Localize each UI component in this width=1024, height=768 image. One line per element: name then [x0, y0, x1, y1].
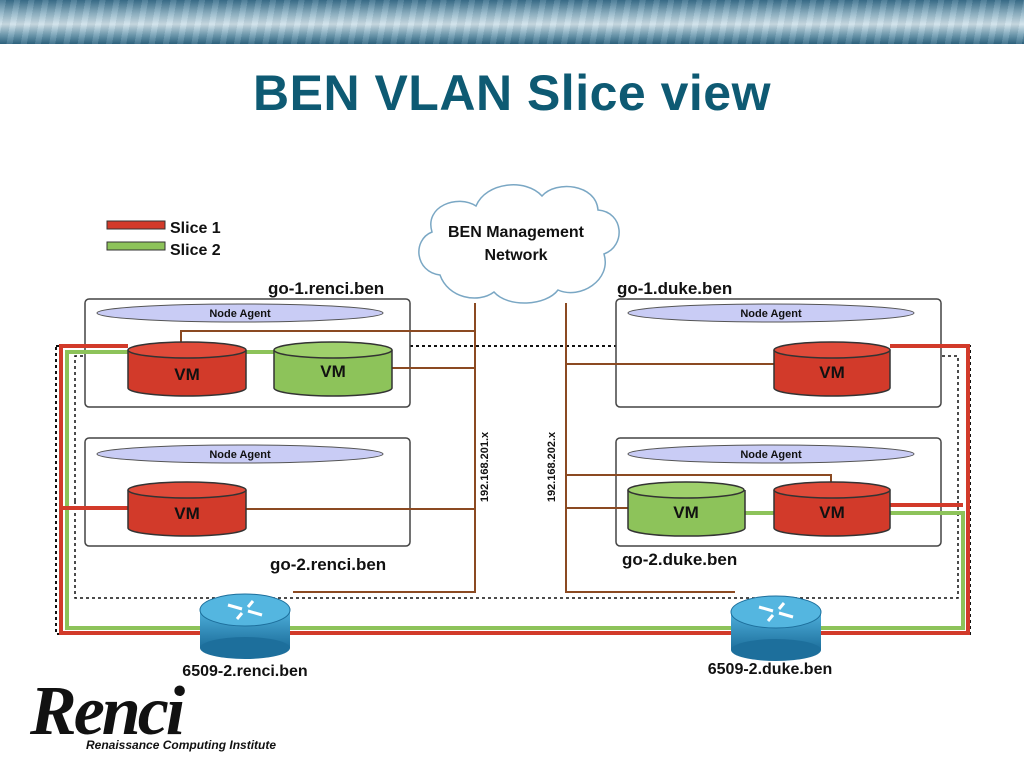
vm-go1-renci-green: VM: [273, 341, 393, 397]
node-agent-label: Node Agent: [740, 308, 802, 320]
vm-label: VM: [673, 503, 699, 522]
vlan-label-renci: 192.168.201.x: [479, 431, 491, 502]
legend-slice2-label: Slice 2: [170, 242, 221, 259]
host-label-go1-duke: go-1.duke.ben: [617, 279, 732, 298]
vm-label: VM: [174, 365, 200, 384]
renci-logo: Renci Renaissance Computing Institute: [18, 673, 276, 758]
mgmt-go1-renci-vm1: [180, 330, 475, 342]
host-label-go1-renci: go-1.renci.ben: [268, 279, 384, 298]
mgmt-vertical-duke: [565, 303, 735, 593]
vm-go1-renci-red: VM: [127, 341, 247, 397]
legend-slice2-swatch: [106, 241, 166, 251]
vm-go2-renci-red: VM: [127, 481, 247, 537]
slide-title: BEN VLAN Slice view: [253, 65, 771, 121]
vm-label: VM: [320, 362, 346, 381]
legend-slice1-label: Slice 1: [170, 220, 221, 237]
node-agent-label: Node Agent: [209, 308, 271, 320]
backbone-inner-dotted-left: [74, 355, 85, 501]
vm-label: VM: [819, 503, 845, 522]
node-agent-label: Node Agent: [209, 449, 271, 461]
node-agent-label: Node Agent: [740, 449, 802, 461]
router-arrows-icon: [227, 600, 263, 620]
vlan-label-duke: 192.168.202.x: [546, 431, 558, 502]
vm-label: VM: [174, 504, 200, 523]
cloud-label-line1: BEN Management: [448, 224, 585, 241]
vm-label: VM: [819, 363, 845, 382]
backbone-inner-dotted: [74, 499, 959, 599]
vm-go1-duke-red: VM: [773, 341, 891, 397]
router-label-renci: 6509-2.renci.ben: [182, 663, 307, 680]
mgmt-vertical-renci: [293, 303, 476, 593]
node-agent-go1-duke: [627, 303, 915, 323]
router-arrows-icon: [758, 602, 794, 622]
management-lines: [180, 303, 832, 593]
cloud-label-line2: Network: [484, 247, 547, 264]
node-agent-go2-duke: [627, 444, 915, 464]
vm-go2-duke-red: VM: [773, 481, 891, 537]
backbone-inner-dotted-right: [941, 355, 959, 499]
router-renci: 6509-2.renci.ben: [182, 593, 308, 680]
slice2-backbone: [65, 350, 965, 630]
host-label-go2-duke: go-2.duke.ben: [622, 550, 737, 569]
logo-wordmark: Renci: [30, 673, 185, 750]
node-agent-go1-renci: [96, 303, 384, 323]
host-label-go2-renci: go-2.renci.ben: [270, 555, 386, 574]
header-banner: [0, 0, 1024, 44]
router-duke: 6509-2.duke.ben: [708, 595, 833, 678]
management-cloud: BEN Management Network: [418, 184, 620, 304]
legend-slice1-swatch: [106, 220, 166, 230]
node-agent-go2-renci: [96, 444, 384, 464]
slice2-paths: [65, 350, 965, 630]
vm-go2-duke-green: VM: [627, 481, 746, 537]
cloud-icon: [418, 184, 620, 304]
logo-subtitle: Renaissance Computing Institute: [86, 738, 277, 752]
slice1-backbone: [59, 344, 970, 635]
slice1-paths: [59, 344, 970, 635]
mgmt-go2-duke-vm2: [566, 474, 832, 484]
router-label-duke: 6509-2.duke.ben: [708, 661, 833, 678]
legend: Slice 1 Slice 2: [106, 220, 221, 259]
